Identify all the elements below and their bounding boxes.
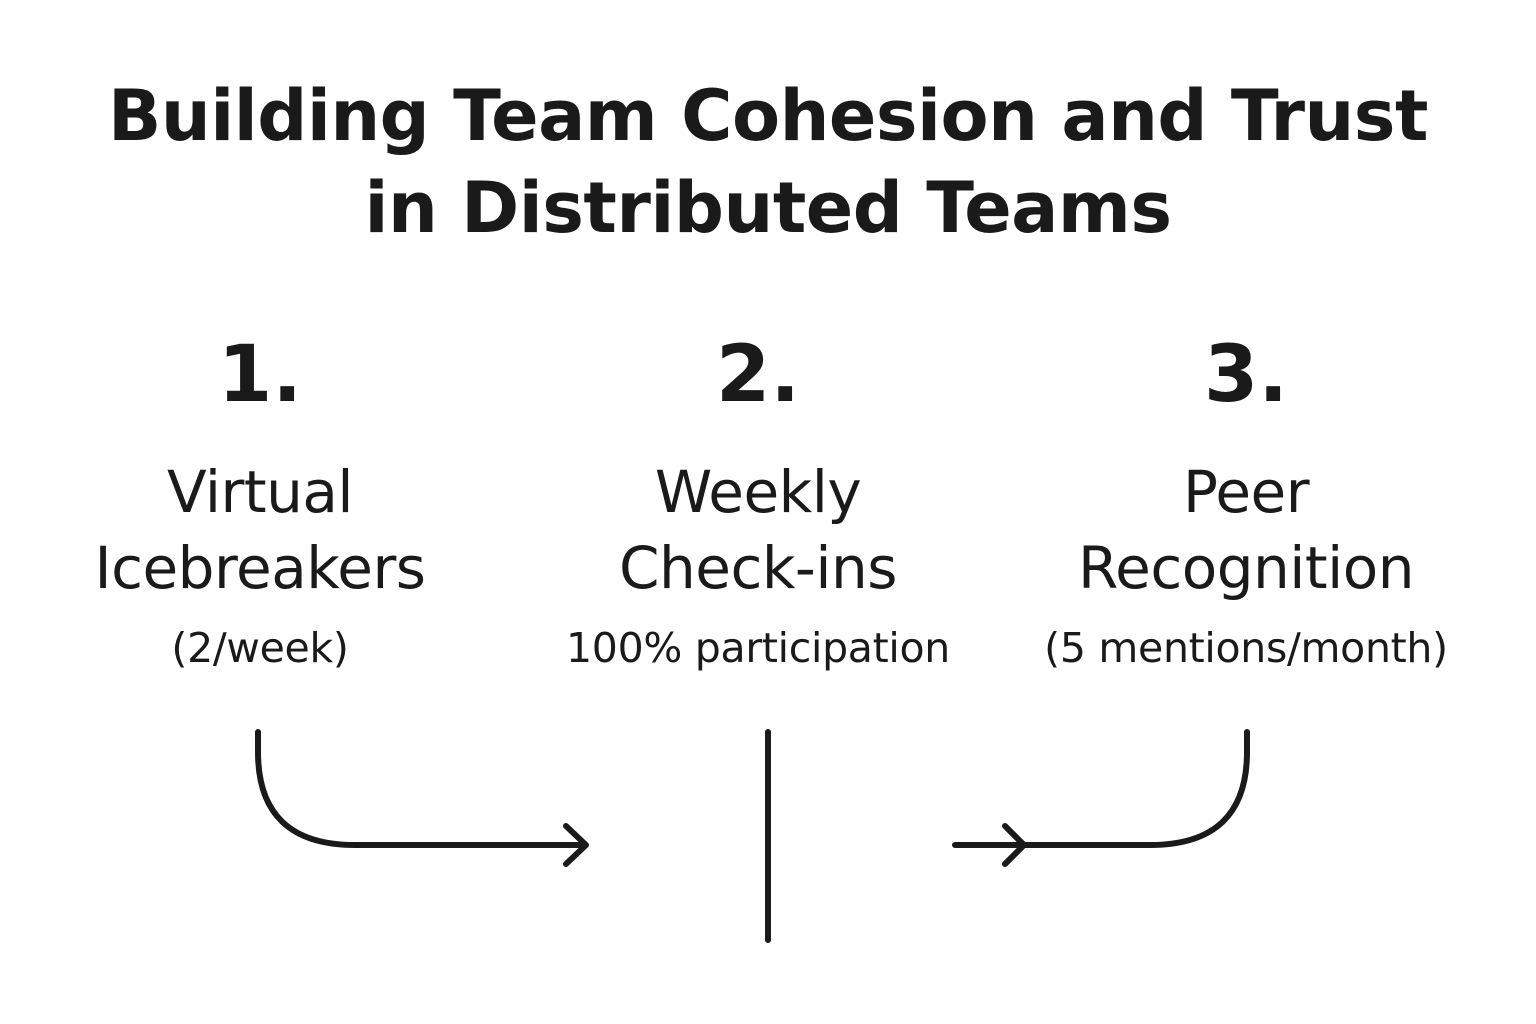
step-metric: (5 mentions/month) <box>1044 624 1448 672</box>
step-weekly-check-ins: 2. Weekly Check-ins 100% participation <box>518 330 998 676</box>
left-arrow-head-icon <box>563 823 589 867</box>
step-label: Peer Recognition <box>1006 454 1486 606</box>
step-label: Weekly Check-ins <box>518 454 998 606</box>
title-line-1: Building Team Cohesion and Trust <box>108 75 1428 157</box>
step-label-line-1: Weekly <box>654 458 862 526</box>
step-label-line-1: Peer <box>1182 458 1310 526</box>
right-curved-arrow-line <box>952 729 1250 848</box>
step-label-line-2: Recognition <box>1077 534 1415 602</box>
step-label-line-1: Virtual <box>166 458 354 526</box>
left-curved-arrow-line <box>255 729 587 848</box>
step-peer-recognition: 3. Peer Recognition (5 mentions/month) <box>1006 330 1486 676</box>
title-line-2: in Distributed Teams <box>364 167 1172 249</box>
step-number: 2. <box>716 330 800 420</box>
step-virtual-icebreakers: 1. Virtual Icebreakers (2/week) <box>20 330 500 676</box>
step-number: 3. <box>1204 330 1288 420</box>
step-number: 1. <box>218 330 302 420</box>
step-label-line-2: Icebreakers <box>94 534 426 602</box>
step-label-line-2: Check-ins <box>619 534 897 602</box>
right-arrow-head-icon <box>1002 823 1027 867</box>
diagram-title: Building Team Cohesion and Trust in Dist… <box>0 70 1536 254</box>
step-metric: 100% participation <box>566 624 950 672</box>
step-metric: (2/week) <box>171 624 349 672</box>
step-label: Virtual Icebreakers <box>20 454 500 606</box>
